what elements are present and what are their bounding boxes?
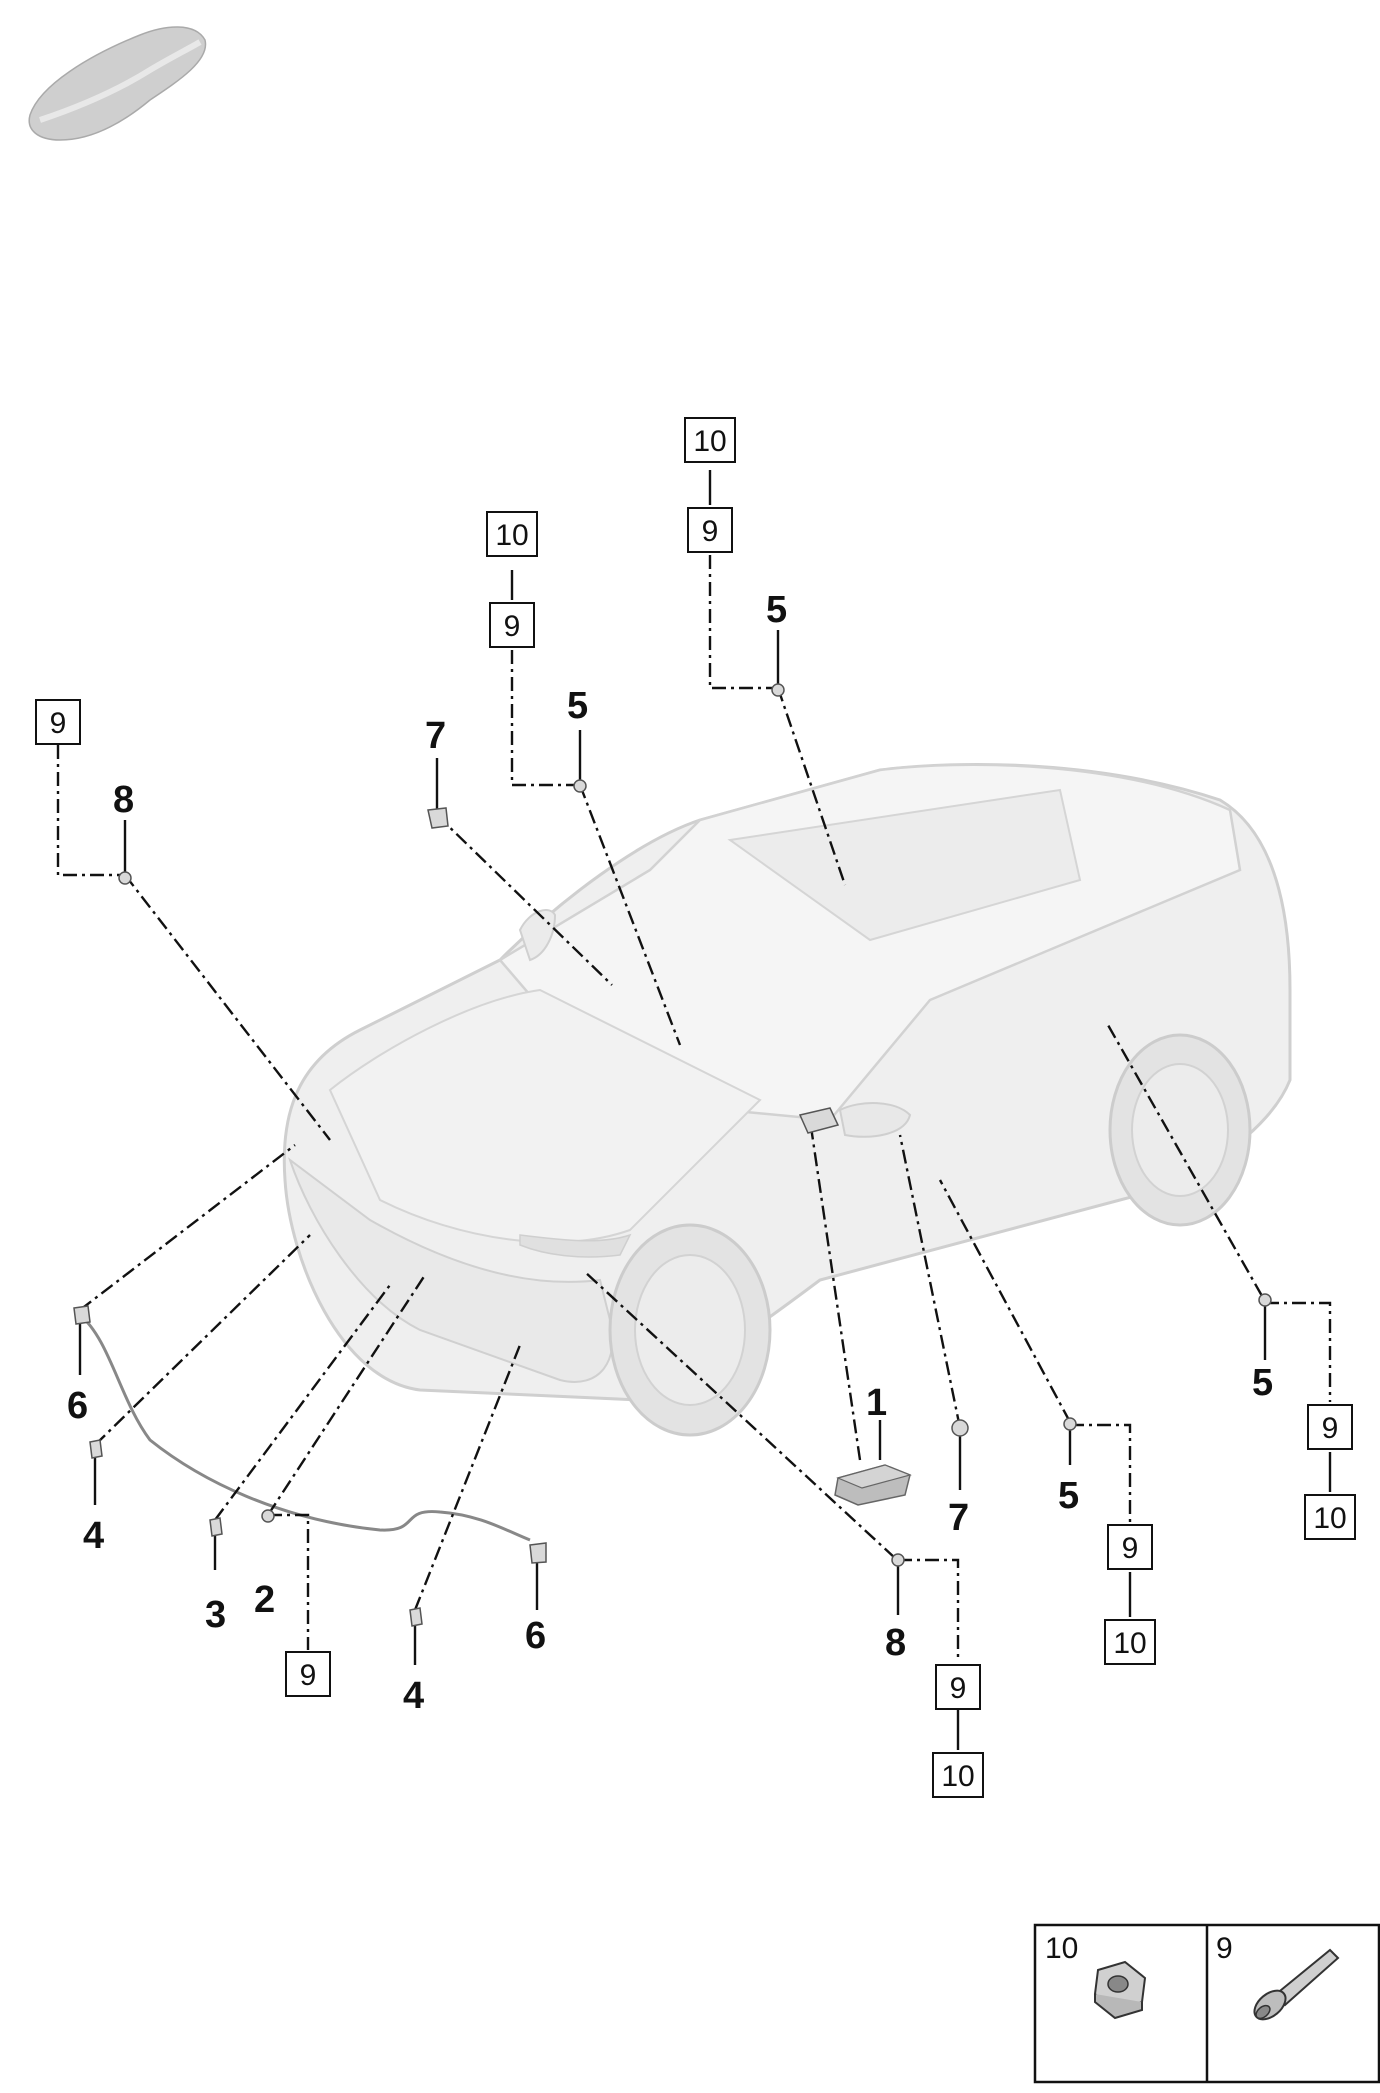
ref-box-9-far-left: 9 bbox=[35, 699, 81, 745]
callout-5-rear: 5 bbox=[1252, 1362, 1273, 1404]
callout-8-left: 8 bbox=[113, 779, 134, 821]
callout-2: 2 bbox=[254, 1579, 275, 1621]
svg-text:9: 9 bbox=[950, 1672, 967, 1705]
svg-text:10: 10 bbox=[1313, 1502, 1346, 1535]
svg-text:10: 10 bbox=[941, 1760, 974, 1793]
svg-text:10: 10 bbox=[693, 425, 726, 458]
ref-box-9-front: 9 bbox=[285, 1651, 331, 1697]
callout-4-left: 4 bbox=[83, 1515, 104, 1557]
callout-6-right: 6 bbox=[525, 1615, 546, 1657]
callout-3: 3 bbox=[205, 1594, 226, 1636]
control-unit-part bbox=[834, 1464, 912, 1506]
leader-lines bbox=[56, 470, 1332, 1750]
front-wiring-harness bbox=[79, 1313, 531, 1542]
ref-box-10-top: 10 bbox=[684, 417, 736, 463]
ref-box-10-mid: 10 bbox=[486, 511, 538, 557]
svg-text:10: 10 bbox=[1113, 1627, 1146, 1660]
svg-text:9: 9 bbox=[1322, 1412, 1339, 1445]
callout-labels: 1 2 3 4 4 5 5 5 5 6 6 7 7 8 8 bbox=[67, 589, 1273, 1717]
ref-box-10-bottom: 10 bbox=[932, 1752, 984, 1798]
svg-text:9: 9 bbox=[50, 707, 67, 740]
callout-7-lower: 7 bbox=[948, 1497, 969, 1539]
svg-text:9: 9 bbox=[300, 1659, 317, 1692]
callout-4-bottom: 4 bbox=[403, 1675, 424, 1717]
bolt-icon bbox=[1253, 1948, 1340, 2021]
ref-box-9-bottom: 9 bbox=[935, 1664, 981, 1710]
callout-1: 1 bbox=[866, 1382, 887, 1424]
callout-6-left: 6 bbox=[67, 1385, 88, 1427]
ref-box-9-top: 9 bbox=[687, 507, 733, 553]
callout-7-top: 7 bbox=[425, 715, 446, 757]
callout-5-door: 5 bbox=[1058, 1475, 1079, 1517]
hex-nut-icon bbox=[1093, 1960, 1147, 2020]
callout-5-top: 5 bbox=[766, 589, 787, 631]
ref-box-10-door: 10 bbox=[1104, 1619, 1156, 1665]
svg-text:9: 9 bbox=[1122, 1532, 1139, 1565]
fastener-parts bbox=[73, 683, 1272, 1627]
fastener-legend: 10 9 bbox=[1033, 1923, 1380, 2084]
legend-bolt-number: 9 bbox=[1216, 1932, 1233, 1965]
ref-box-9-door: 9 bbox=[1107, 1524, 1153, 1570]
vehicle-illustration bbox=[282, 762, 1292, 1437]
ref-box-10-rear: 10 bbox=[1304, 1494, 1356, 1540]
svg-text:10: 10 bbox=[495, 519, 528, 552]
svg-text:9: 9 bbox=[504, 610, 521, 643]
legend-nut-number: 10 bbox=[1045, 1932, 1078, 1965]
ref-box-9-mid: 9 bbox=[489, 602, 535, 648]
car-silhouette-icon bbox=[28, 26, 207, 141]
reference-boxes: 9 10 9 10 9 9 9 10 bbox=[35, 417, 1356, 1798]
ref-box-9-rear: 9 bbox=[1307, 1404, 1353, 1450]
callout-5-mid: 5 bbox=[567, 685, 588, 727]
svg-text:9: 9 bbox=[702, 515, 719, 548]
callout-8-bottom: 8 bbox=[885, 1622, 906, 1664]
